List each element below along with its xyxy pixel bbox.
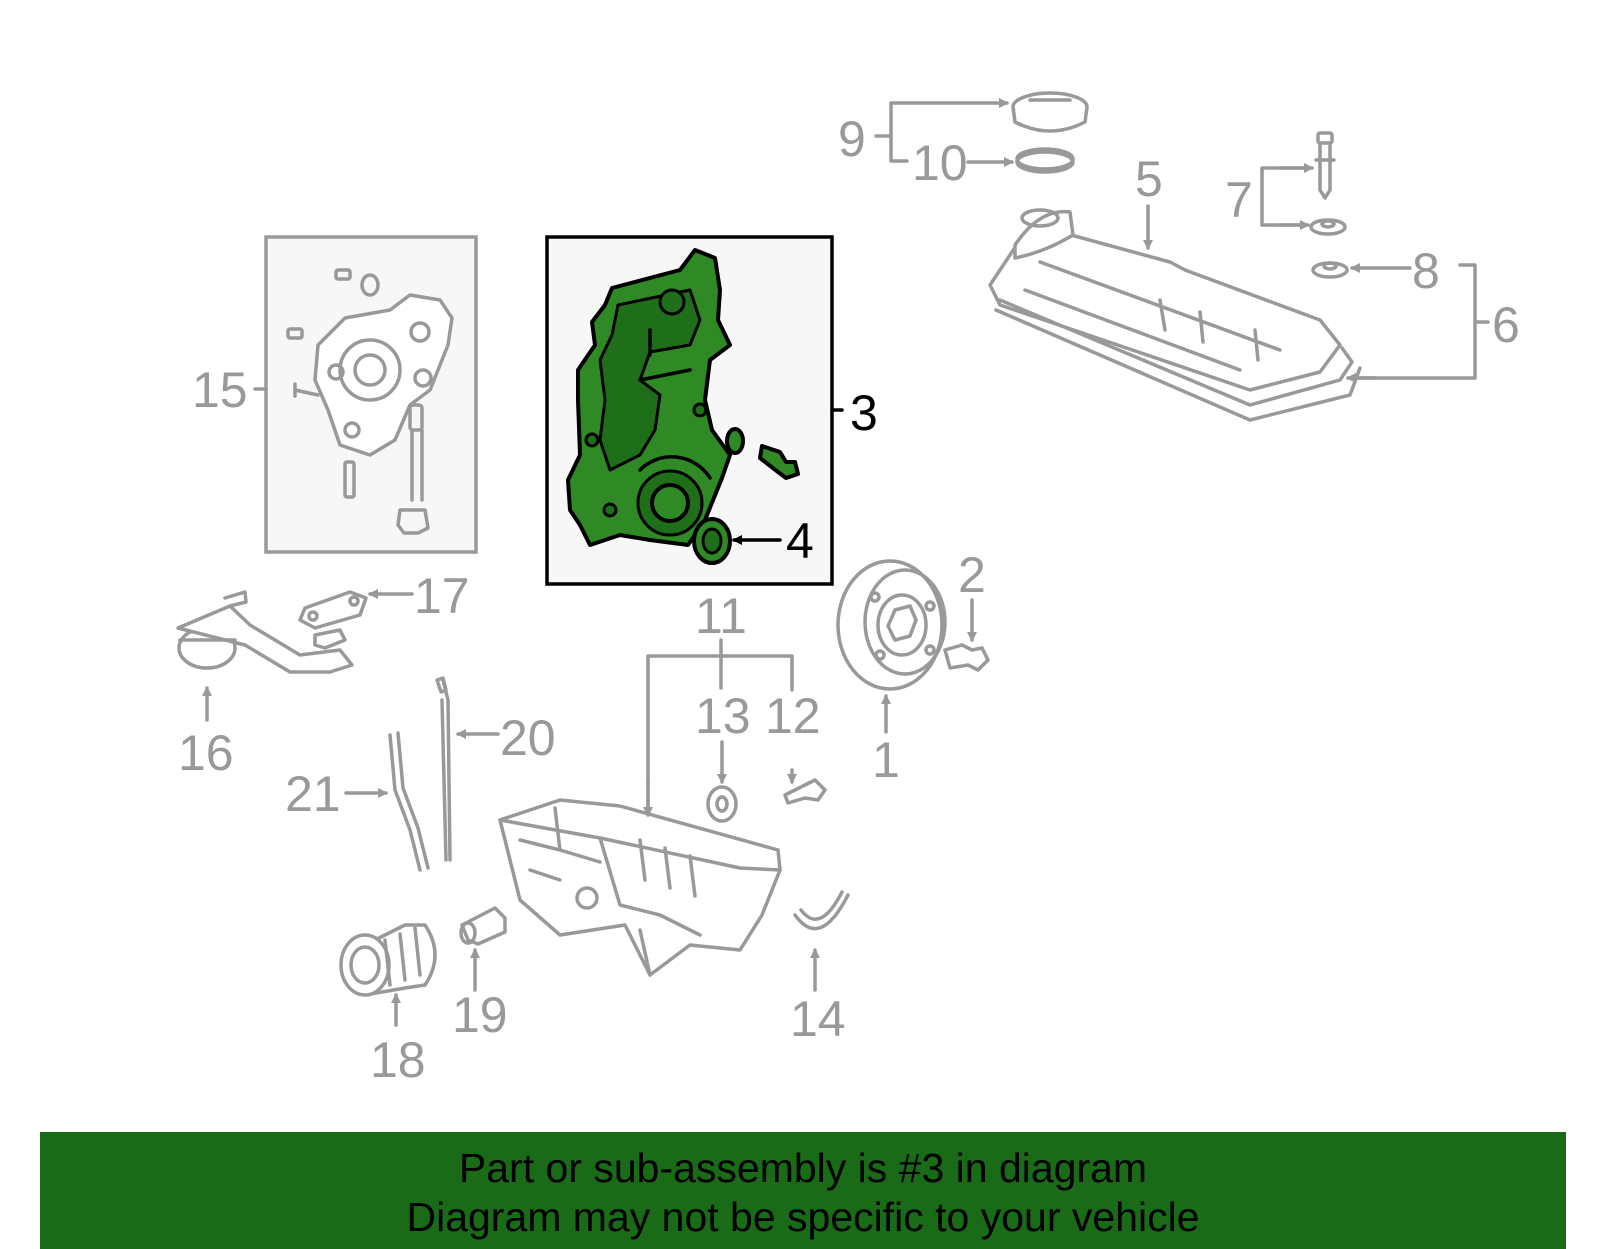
info-banner: Part or sub-assembly is #3 in diagram Di…: [40, 1132, 1566, 1249]
callout-9: 9: [838, 111, 866, 167]
timing-cover-part-3[interactable]: [545, 235, 844, 586]
callout-10: 10: [912, 135, 968, 191]
valve-cover-gasket-part-6[interactable]: [994, 263, 1490, 422]
dipstick-part-20[interactable]: [435, 676, 500, 862]
callout-7: 7: [1225, 172, 1253, 228]
callout-6: 6: [1492, 297, 1520, 353]
banner-line-disclaimer: Diagram may not be specific to your vehi…: [406, 1194, 1200, 1240]
crankshaft-pulley-part-1[interactable]: [836, 559, 947, 734]
callout-8: 8: [1412, 243, 1440, 299]
callout-21: 21: [285, 766, 341, 822]
oil-seal-part-14[interactable]: [793, 890, 850, 992]
oil-filter-part-18[interactable]: [339, 923, 437, 1027]
banner-line-part-number: Part or sub-assembly is #3 in diagram: [458, 1145, 1148, 1191]
callout-4: 4: [786, 513, 814, 569]
oil-pan-part-11[interactable]: [498, 638, 794, 977]
valve-cover-part-5[interactable]: [988, 204, 1342, 392]
callout-1: 1: [872, 732, 900, 788]
oil-pressure-switch-part-19[interactable]: [459, 906, 507, 992]
valve-cover-bolt-part-7[interactable]: [1260, 131, 1347, 236]
callout-2: 2: [958, 547, 986, 603]
callout-15: 15: [192, 362, 248, 418]
oil-strainer-part-16[interactable]: [176, 590, 354, 722]
drain-washer-part-13[interactable]: [706, 740, 738, 823]
oil-filler-cap-part-9[interactable]: [889, 91, 1089, 133]
callout-3: 3: [850, 385, 878, 441]
callout-13: 13: [695, 688, 751, 744]
callout-12: 12: [765, 688, 821, 744]
callout-20: 20: [500, 710, 556, 766]
callout-16: 16: [178, 725, 234, 781]
oil-pump-part-15[interactable]: [253, 235, 478, 554]
grommet-part-8[interactable]: [1311, 261, 1412, 279]
gasket-part-10[interactable]: [966, 147, 1075, 174]
callout-14: 14: [790, 991, 846, 1047]
drain-bolt-part-12[interactable]: [783, 768, 827, 805]
callout-5: 5: [1135, 151, 1163, 207]
callout-17: 17: [414, 568, 470, 624]
dipstick-tube-part-21[interactable]: [344, 731, 430, 872]
callout-18: 18: [370, 1032, 426, 1088]
callout-19: 19: [452, 987, 508, 1043]
callout-11: 11: [695, 588, 747, 644]
strainer-gasket-part-17[interactable]: [298, 589, 414, 650]
crankshaft-pulley-bolt-part-2[interactable]: [943, 598, 990, 672]
